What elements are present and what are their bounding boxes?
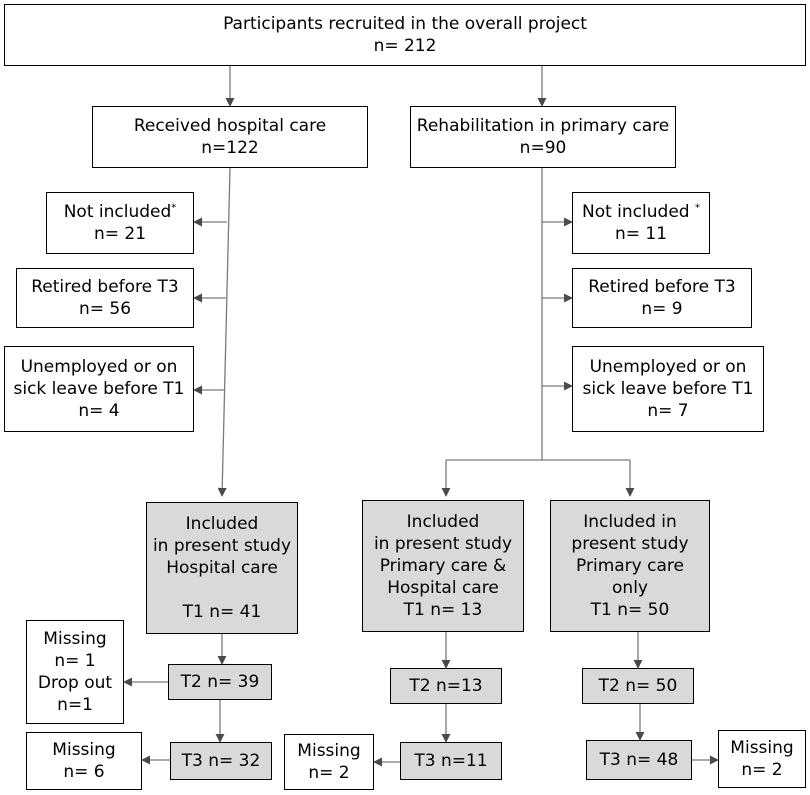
t2-hospital-box: T2 n= 39 [168,664,272,700]
hospital-n: n=122 [201,138,259,158]
missing-t3-primary-label: Missing [730,738,794,758]
t3-primary-box: T3 n= 48 [586,740,692,780]
right-unemployed-line1: Unemployed or on [589,357,747,377]
group-both-line3: Primary care & [379,556,507,576]
t2-hospital-label: T2 n= 39 [180,672,260,692]
t3-hospital-label: T3 n= 32 [181,751,261,771]
group-both-line2: in present study [373,534,513,554]
right-retired-n: n= 9 [641,299,683,319]
missing-t3-primary-box: Missing n= 2 [718,730,806,788]
hospital-trunk-line [217,167,231,497]
missing-t3-both-n: n= 2 [308,763,350,783]
left-footnote-mark: * [171,202,177,214]
overall-n: n= 212 [373,36,437,56]
group-primary-line1: Included in [583,512,677,532]
left-unemployed-box: Unemployed or on sick leave before T1 n=… [4,346,194,432]
overall-recruited-box: Participants recruited in the overall pr… [4,4,806,66]
missing-t3-hospital-box: Missing n= 6 [26,732,142,790]
group-both-line4: Hospital care [387,578,499,598]
missing-t3-hospital-n: n= 6 [63,762,105,782]
right-unemployed-line2: sick leave before T1 [582,379,754,399]
left-unemployed-n: n= 4 [78,401,120,421]
right-unemployed-n: n= 7 [647,401,689,421]
left-not-included-label: Not included [63,202,172,222]
left-not-included-box: Not included* n= 21 [46,192,194,254]
group-hospital-t1: T1 n= 41 [182,602,262,622]
t2-both-box: T2 n=13 [390,668,502,704]
group-primary-box: Included in present study Primary care o… [550,500,710,632]
group-hospital-line3: Hospital care [166,558,278,578]
group-primary-line4: only [612,578,648,598]
left-not-included-n: n= 21 [93,224,147,244]
left-retired-box: Retired before T3 n= 56 [16,268,194,328]
missing-t3-primary-n: n= 2 [741,760,783,780]
right-footnote-mark: * [694,202,700,214]
missing-t2-hospital-box: Missing n= 1 Drop out n=1 [26,620,124,724]
missing-t3-both-label: Missing [297,741,361,761]
left-unemployed-line2: sick leave before T1 [13,379,185,399]
missing-t2-line2: n= 1 [54,651,96,671]
t3-primary-label: T3 n= 48 [599,750,679,770]
missing-t3-both-box: Missing n= 2 [284,734,374,790]
t2-primary-label: T2 n= 50 [598,676,678,696]
group-hospital-box: Included in present study Hospital care … [146,502,298,634]
t3-both-box: T3 n=11 [400,742,502,780]
group-primary-t1: T1 n= 50 [590,600,670,620]
group-both-line1: Included [406,512,480,532]
overall-title: Participants recruited in the overall pr… [223,14,587,34]
primary-care-box: Rehabilitation in primary care n=90 [410,106,676,168]
group-primary-line3: Primary care [576,556,684,576]
group-primary-line2: present study [571,534,689,554]
right-retired-box: Retired before T3 n= 9 [572,268,752,328]
t2-both-label: T2 n=13 [409,676,483,696]
t3-hospital-box: T3 n= 32 [170,742,272,780]
right-not-included-n: n= 11 [614,224,668,244]
group-hospital-line2: in present study [152,536,292,556]
right-not-included-box: Not included * n= 11 [572,192,710,254]
left-retired-label: Retired before T3 [31,277,179,297]
t2-primary-box: T2 n= 50 [582,668,694,704]
missing-t2-line1: Missing [43,629,107,649]
group-both-box: Included in present study Primary care &… [362,500,524,632]
group-both-t1: T1 n= 13 [403,600,483,620]
missing-t2-line3: Drop out [37,673,113,693]
missing-t3-hospital-label: Missing [52,740,116,760]
left-unemployed-line1: Unemployed or on [20,357,178,377]
hospital-care-box: Received hospital care n=122 [92,106,368,168]
group-hospital-line1: Included [185,514,259,534]
right-retired-label: Retired before T3 [588,277,736,297]
t3-both-label: T3 n=11 [414,751,488,771]
missing-t2-line4: n=1 [57,695,93,715]
primary-title: Rehabilitation in primary care [416,116,670,136]
right-unemployed-box: Unemployed or on sick leave before T1 n=… [572,346,764,432]
hospital-title: Received hospital care [133,116,327,136]
right-not-included-label: Not included [582,202,695,222]
left-retired-n: n= 56 [78,299,132,319]
primary-n: n=90 [519,138,567,158]
